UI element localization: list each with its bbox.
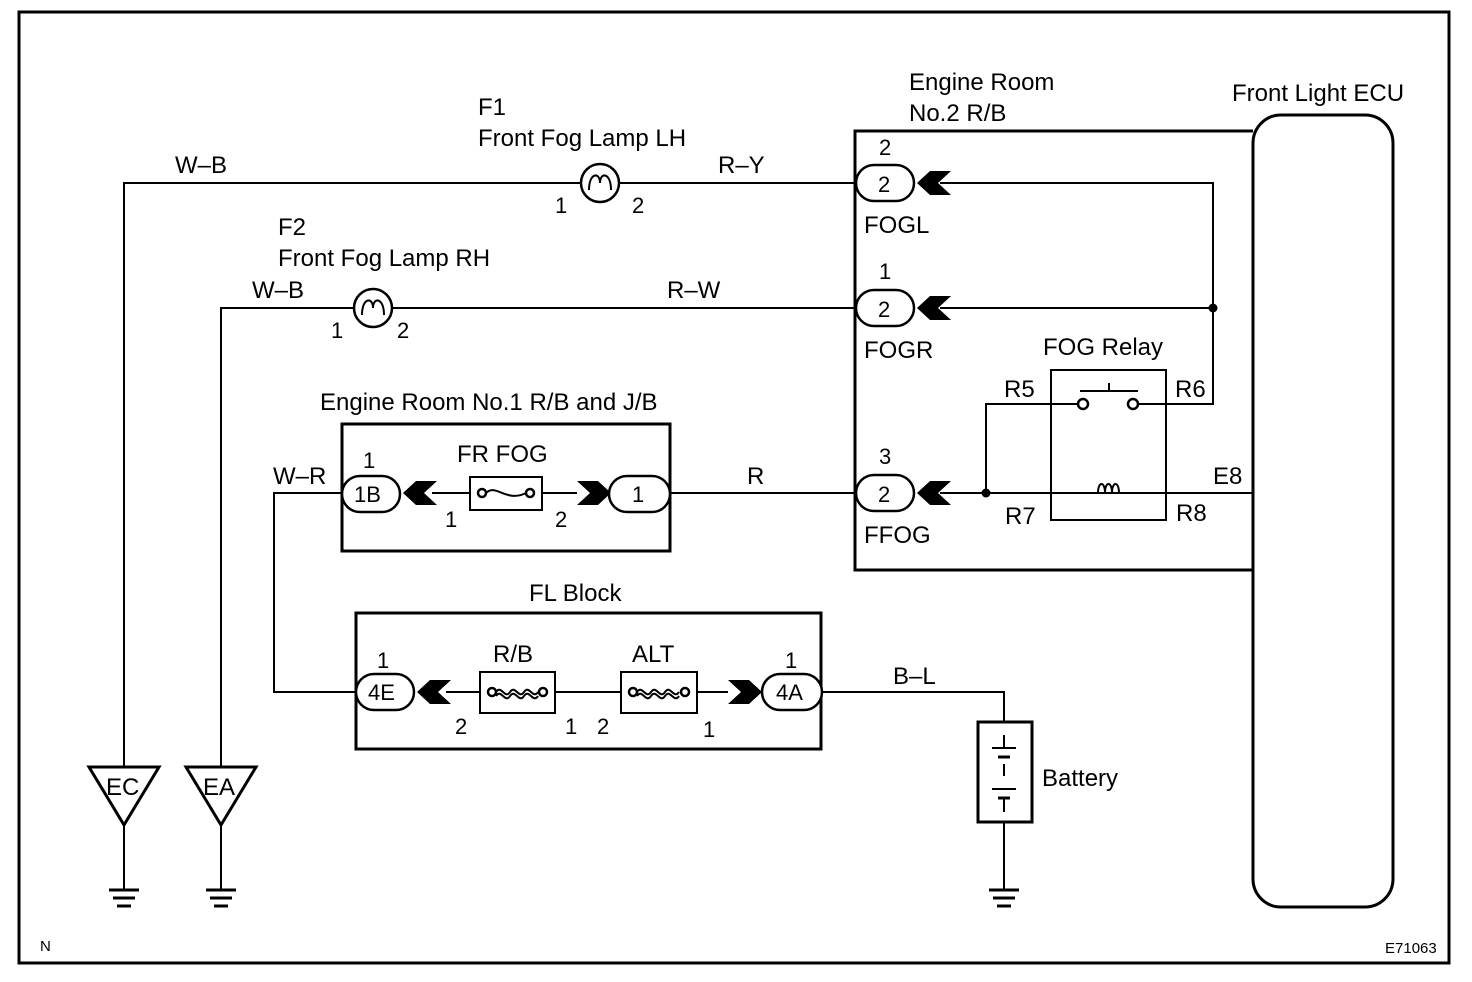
relay-r7: R7 (1005, 503, 1036, 530)
fl-conn-left (354, 672, 416, 712)
front-light-ecu: Front Light ECU E8 (1213, 80, 1404, 909)
fog-lamp-rh-pin-b: 2 (397, 318, 409, 343)
outer-frame (17, 10, 1451, 965)
fogl-arrow (917, 171, 951, 195)
wire-relay-r6 (940, 182, 1214, 405)
ffog-pin: 3 (879, 444, 891, 469)
fogr-label: FOGR (864, 337, 933, 364)
no1-conn-left-label: 1B (354, 482, 381, 507)
fuse-rb-pin-a: 2 (455, 714, 467, 739)
corner-label-right: E71063 (1385, 940, 1437, 957)
ground-ec: EC (86, 765, 162, 908)
fuse-rb-pin-b: 1 (565, 714, 577, 739)
fog-lamp-lh-pin-a: 1 (555, 193, 567, 218)
fogl-connector (854, 163, 916, 203)
fog-lamp-rh-name: Front Fog Lamp RH (278, 245, 490, 272)
engine-room-no2-title-2: No.2 R/B (909, 100, 1006, 127)
relay-r8: R8 (1176, 500, 1207, 527)
no1-left-arrow (403, 481, 437, 505)
fl-conn-right (760, 672, 824, 712)
relay-r5: R5 (1004, 376, 1035, 403)
corner-label-left: N (40, 938, 51, 955)
fogl-label: FOGL (864, 212, 929, 239)
fogl-pin: 2 (879, 135, 891, 160)
relay-r6: R6 (1175, 376, 1206, 403)
wire-color-fuse-feed: W–R (273, 463, 326, 490)
wire-fuse-feed (273, 492, 356, 693)
battery-label: Battery (1042, 765, 1118, 792)
wire-color-lh-ground: W–B (175, 152, 227, 179)
fogr-connector-num: 2 (878, 297, 890, 322)
wires (123, 182, 1253, 890)
wire-battery (822, 691, 1005, 722)
ffog-connector (854, 473, 916, 513)
wire-color-battery: B–L (893, 663, 936, 690)
wire-color-rh-feed: R–W (667, 277, 721, 304)
fl-conn-right-pin: 1 (785, 648, 797, 673)
wire-color-lh-feed: R–Y (718, 152, 765, 179)
no1-right-arrow (577, 481, 611, 505)
battery: Battery (976, 720, 1118, 824)
fogl-connector-num: 2 (878, 172, 890, 197)
wire-color-rh-ground: W–B (252, 277, 304, 304)
fog-lamp-lh-name: Front Fog Lamp LH (478, 125, 686, 152)
wire-relay-r5 (985, 403, 1082, 493)
ground-ea: EA (183, 765, 259, 908)
fl-conn-left-pin: 1 (377, 648, 389, 673)
fog-lamp-rh-pin-a: 1 (331, 318, 343, 343)
fl-conn-right-label: 4A (776, 680, 803, 705)
fuse-alt-pin-a: 2 (597, 714, 609, 739)
fog-lamp-lh: F1 Front Fog Lamp LH 1 2 (478, 94, 686, 218)
fl-block-title: FL Block (529, 580, 622, 607)
ffog-label: FFOG (864, 522, 931, 549)
engine-room-no1-title: Engine Room No.1 R/B and J/B (320, 389, 658, 416)
wire-rh-ground (220, 307, 354, 767)
fuse-alt-pin-b: 1 (703, 717, 715, 742)
no1-conn-left (340, 474, 402, 514)
engine-room-no1-rb: Engine Room No.1 R/B and J/B 1 1B FR FOG… (320, 389, 672, 553)
fuse-alt-label: ALT (632, 641, 675, 668)
fog-relay: FOG Relay R5 R6 R7 R8 (1004, 334, 1207, 530)
ground-ec-label: EC (106, 774, 139, 801)
fuse-fr-fog-label: FR FOG (457, 441, 548, 468)
front-light-ecu-title: Front Light ECU (1232, 80, 1404, 107)
fuse-fr-fog-pin-a: 1 (445, 507, 457, 532)
no1-conn-left-pin: 1 (363, 448, 375, 473)
ground-battery (989, 888, 1019, 908)
fl-left-arrow (417, 680, 451, 704)
fog-relay-title: FOG Relay (1043, 334, 1163, 361)
engine-room-no2-title-1: Engine Room (909, 69, 1054, 96)
engine-room-no2-rb: Engine Room No.2 R/B 2 2 FOGL 1 2 FOGR 3… (853, 69, 1253, 572)
fog-lamp-rh: F2 Front Fog Lamp RH 1 2 (278, 214, 490, 343)
ffog-connector-num: 2 (878, 482, 890, 507)
wire-color-relay-feed: R (747, 463, 764, 490)
wire-lh-ground (123, 182, 581, 767)
fuse-fr-fog-pin-b: 2 (555, 507, 567, 532)
fl-right-arrow (728, 680, 762, 704)
fuse-rb-label: R/B (493, 641, 533, 668)
fog-lamp-lh-pin-b: 2 (632, 193, 644, 218)
ground-ea-label: EA (203, 774, 235, 801)
fogr-connector (854, 288, 916, 328)
fog-lamp-rh-code: F2 (278, 214, 306, 241)
fog-lamp-lh-code: F1 (478, 94, 506, 121)
fogr-pin: 1 (879, 259, 891, 284)
no1-conn-right-label: 1 (632, 482, 644, 507)
ffog-arrow (917, 481, 951, 505)
front-light-ecu-pin: E8 (1213, 463, 1242, 490)
junction-dot (1208, 303, 1218, 313)
fogr-arrow (917, 296, 951, 320)
fl-block: FL Block 1 4E R/B 2 1 ALT 2 1 1 4A (354, 580, 824, 751)
fl-conn-left-label: 4E (368, 680, 395, 705)
no1-conn-right (607, 474, 672, 514)
